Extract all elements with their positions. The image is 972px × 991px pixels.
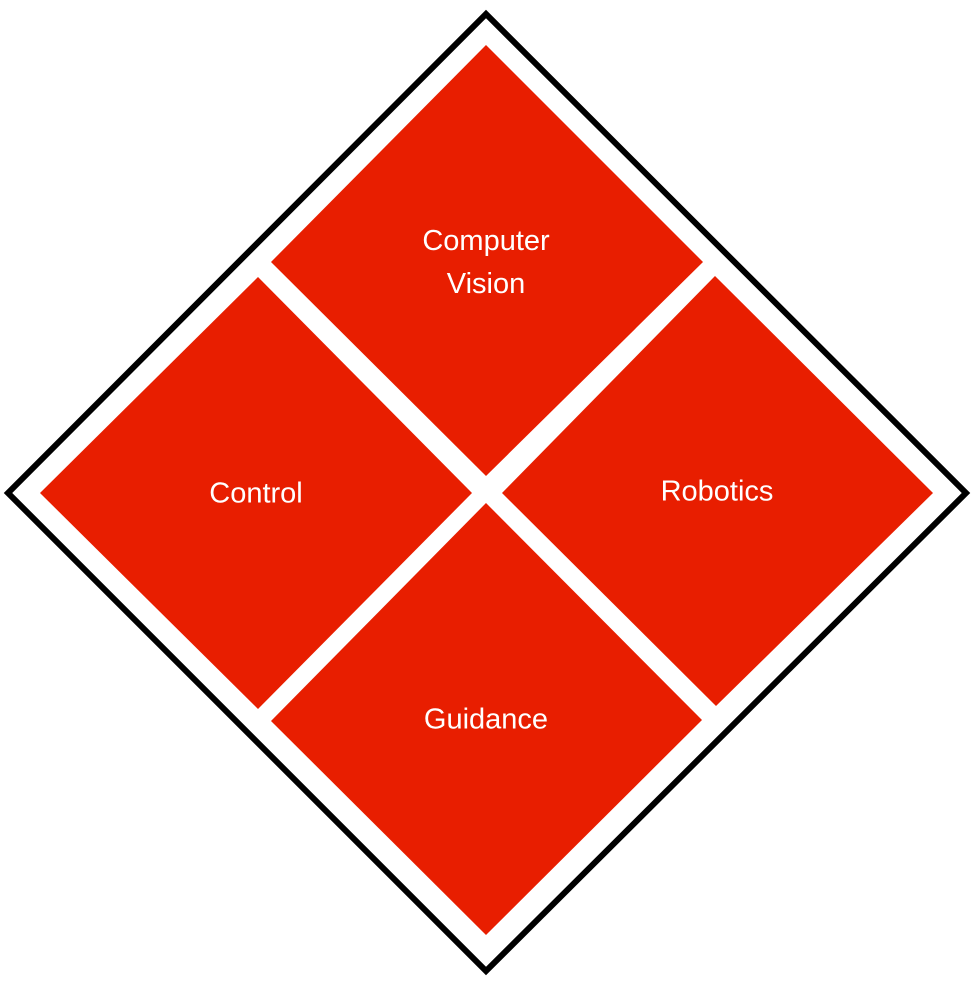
outer-diamond-border [3,9,971,976]
label-robotics-text: Robotics [660,475,774,508]
label-guidance-text: Guidance [423,703,549,736]
quadrant-guidance [271,503,702,935]
label-guidance: Guidance [424,699,548,742]
quadrant-robotics [502,276,933,706]
label-computer-vision: Computer Vision [422,220,549,306]
quadrant-computer-vision [271,45,703,476]
label-control-text: Control [209,477,303,510]
quadrant-control [40,277,472,709]
label-control: Control [209,473,303,516]
label-computer-vision-line2: Vision [446,268,526,300]
label-robotics: Robotics [661,471,774,514]
label-computer-vision-line1: Computer [422,225,550,257]
